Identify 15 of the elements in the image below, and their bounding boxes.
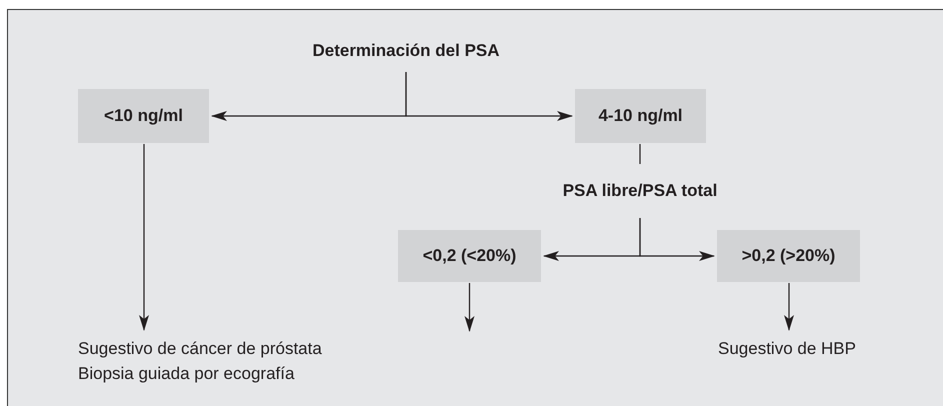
result-text: Biopsia guiada por ecografía — [78, 363, 294, 385]
value-box: <0,2 (<20%) — [398, 230, 541, 282]
arrow — [139, 144, 149, 331]
connector-line — [639, 144, 641, 164]
arrow — [784, 283, 794, 331]
value-box: 4-10 ng/ml — [575, 89, 706, 143]
value-box: <10 ng/ml — [78, 89, 209, 143]
heading-label: Determinación del PSA — [312, 41, 500, 61]
arrow — [405, 72, 573, 121]
arrow — [639, 218, 715, 261]
arrow — [464, 283, 474, 332]
result-text: Sugestivo de HBP — [718, 338, 856, 360]
heading-label: PSA libre/PSA total — [562, 181, 718, 201]
result-text: Sugestivo de cáncer de próstata — [78, 338, 322, 360]
value-box: >0,2 (>20%) — [717, 230, 860, 282]
